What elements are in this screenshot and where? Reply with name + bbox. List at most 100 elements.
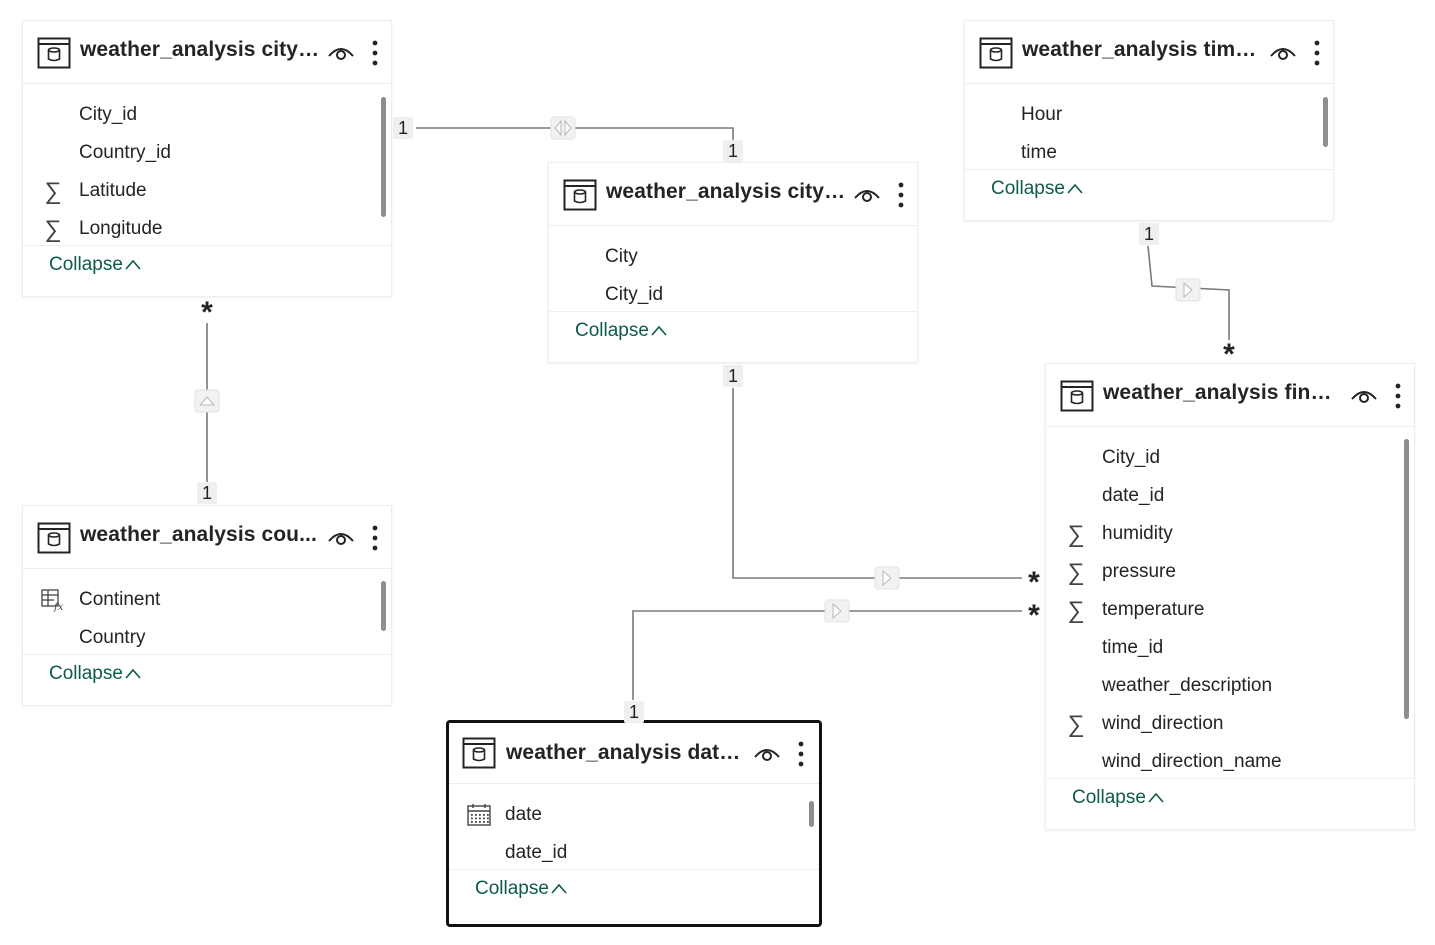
collapse-button[interactable]: Collapse bbox=[1072, 787, 1164, 809]
collapse-button[interactable]: Collapse bbox=[49, 254, 141, 276]
collapse-button[interactable]: Collapse bbox=[475, 878, 567, 900]
field-row[interactable]: Country bbox=[23, 620, 391, 658]
field-list-scrollbar[interactable] bbox=[381, 97, 386, 217]
field-list-scrollbar[interactable] bbox=[1323, 97, 1328, 147]
field-list-scrollbar[interactable] bbox=[1404, 439, 1409, 719]
collapse-button[interactable]: Collapse bbox=[49, 663, 141, 685]
field-row[interactable]: weather_description bbox=[1046, 668, 1414, 706]
single-direction-filter-icon bbox=[874, 566, 900, 590]
relationship-line[interactable] bbox=[732, 388, 1022, 579]
table-title: weather_analysis final... bbox=[1103, 381, 1343, 404]
field-row[interactable]: ∑Latitude bbox=[23, 173, 391, 211]
relationship-city_country-city[interactable] bbox=[416, 116, 734, 140]
relationship-line[interactable] bbox=[1147, 245, 1230, 340]
eye-visibility-icon[interactable] bbox=[327, 43, 355, 63]
cardinality-one-label: 1 bbox=[723, 140, 744, 162]
sigma-icon: ∑ bbox=[1067, 521, 1085, 548]
relationship-time-final[interactable] bbox=[1147, 245, 1230, 340]
field-list-scrollbar[interactable] bbox=[809, 801, 814, 827]
collapse-row: Collapse bbox=[1046, 778, 1414, 823]
field-row[interactable]: ∑pressure bbox=[1046, 554, 1414, 592]
more-options-icon[interactable] bbox=[369, 39, 381, 67]
field-row[interactable]: wind_direction_name bbox=[1046, 744, 1414, 782]
field-name: City_id bbox=[79, 104, 138, 125]
collapse-row: Collapse bbox=[23, 654, 391, 699]
field-name: Hour bbox=[1021, 104, 1063, 125]
collapse-label: Collapse bbox=[49, 254, 123, 275]
more-options-icon[interactable] bbox=[1392, 382, 1404, 410]
field-row[interactable]: ∑ wind_direction bbox=[1046, 706, 1414, 744]
relationship-city-final[interactable] bbox=[732, 388, 1022, 590]
field-row[interactable]: City_id bbox=[1046, 440, 1414, 478]
chevron-up-icon bbox=[1067, 183, 1083, 194]
field-row[interactable]: City bbox=[549, 239, 917, 277]
table-title: weather_analysis cou... bbox=[80, 523, 317, 546]
field-row[interactable]: date_id bbox=[449, 835, 819, 873]
eye-visibility-icon[interactable] bbox=[1269, 43, 1297, 63]
chevron-up-icon bbox=[125, 259, 141, 270]
collapse-button[interactable]: Collapse bbox=[575, 320, 667, 342]
more-options-icon[interactable] bbox=[795, 740, 807, 768]
field-row[interactable]: time bbox=[965, 135, 1333, 173]
field-row[interactable]: time_id bbox=[1046, 630, 1414, 668]
more-options-icon[interactable] bbox=[369, 524, 381, 552]
field-row[interactable]: City_id bbox=[549, 277, 917, 315]
table-card-header[interactable]: weather_analysis time... bbox=[965, 21, 1333, 84]
field-name: Continent bbox=[79, 589, 161, 610]
sigma-icon: ∑ bbox=[1067, 711, 1085, 738]
table-title: weather_analysis time... bbox=[1022, 38, 1262, 61]
table-card-header[interactable]: weather_analysis final... bbox=[1046, 364, 1414, 427]
field-row[interactable]: ∑temperature bbox=[1046, 592, 1414, 630]
relationship-city_country-country[interactable] bbox=[194, 323, 220, 482]
field-row[interactable]: ∑Longitude bbox=[23, 211, 391, 249]
relationship-line[interactable] bbox=[416, 127, 734, 140]
field-list-scrollbar[interactable] bbox=[381, 581, 386, 631]
field-row[interactable]: date_id bbox=[1046, 478, 1414, 516]
sigma-icon: ∑ bbox=[1067, 597, 1085, 624]
field-name: Country bbox=[79, 627, 146, 648]
field-row[interactable]: Country_id bbox=[23, 135, 391, 173]
field-name: City_id bbox=[1102, 447, 1161, 468]
table-icon bbox=[979, 37, 1013, 69]
field-row[interactable]: date bbox=[449, 797, 819, 835]
relationship-date-final[interactable] bbox=[632, 599, 1022, 700]
eye-visibility-icon[interactable] bbox=[753, 744, 781, 764]
collapse-row: Collapse bbox=[549, 311, 917, 356]
collapse-label: Collapse bbox=[575, 320, 649, 341]
chevron-up-icon bbox=[551, 883, 567, 894]
field-name: Longitude bbox=[79, 218, 163, 239]
table-title: weather_analysis city_... bbox=[80, 38, 320, 61]
table-card-header[interactable]: weather_analysis cou... bbox=[23, 506, 391, 569]
table-card-header[interactable]: weather_analysis date... bbox=[449, 723, 819, 784]
eye-visibility-icon[interactable] bbox=[327, 528, 355, 548]
single-direction-filter-icon bbox=[824, 599, 850, 623]
field-name: wind_direction bbox=[1102, 713, 1224, 734]
table-icon bbox=[37, 37, 71, 69]
eye-visibility-icon[interactable] bbox=[853, 185, 881, 205]
table-card-header[interactable]: weather_analysis city_... bbox=[23, 21, 391, 84]
field-name: time_id bbox=[1102, 637, 1164, 658]
more-options-icon[interactable] bbox=[895, 181, 907, 209]
eye-visibility-icon[interactable] bbox=[1350, 386, 1378, 406]
field-name: Country_id bbox=[79, 142, 171, 163]
collapse-button[interactable]: Collapse bbox=[991, 178, 1083, 200]
cardinality-one-label: 1 bbox=[197, 482, 218, 504]
collapse-label: Collapse bbox=[991, 178, 1065, 199]
table-card-header[interactable]: weather_analysis city_... bbox=[549, 163, 917, 226]
field-row[interactable]: Hour bbox=[965, 97, 1333, 135]
more-options-icon[interactable] bbox=[1311, 39, 1323, 67]
relationship-line[interactable] bbox=[632, 610, 1022, 700]
field-row[interactable]: ∑humidity bbox=[1046, 516, 1414, 554]
field-row[interactable]: City_id bbox=[23, 97, 391, 135]
